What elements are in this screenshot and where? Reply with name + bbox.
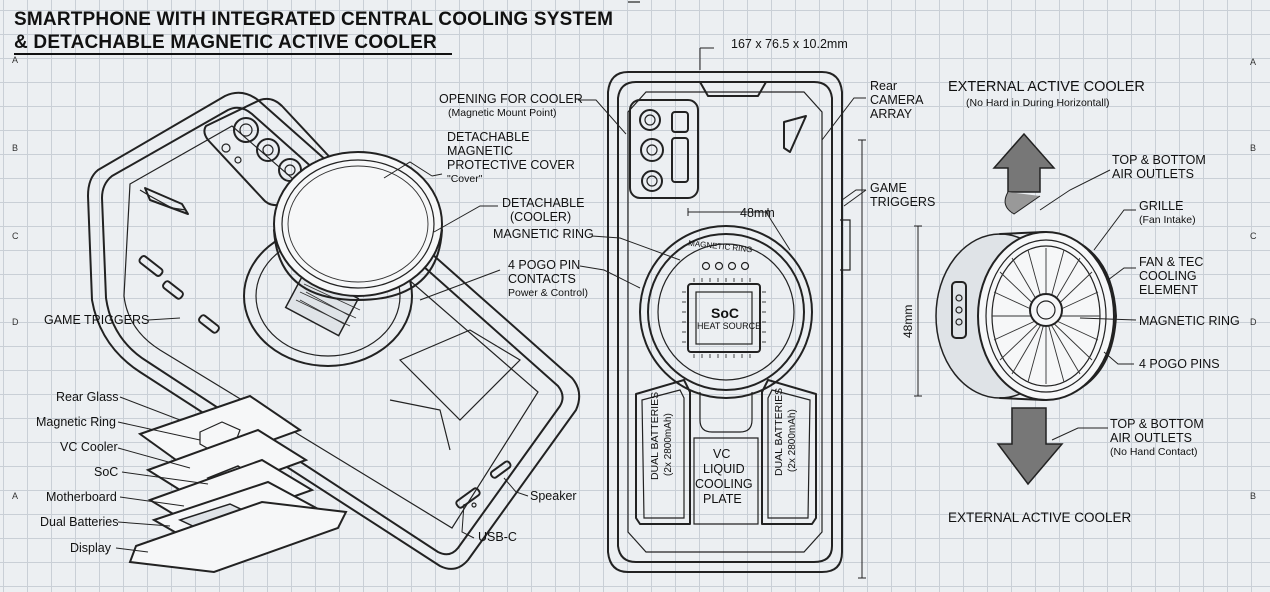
label-pogo-2: CONTACTS	[508, 272, 576, 286]
label-magnetic-ring-cooler: MAGNETIC RING	[1139, 314, 1240, 328]
label-rear-3: ARRAY	[870, 107, 913, 121]
label-cover-2: MAGNETIC	[447, 144, 513, 158]
label-vc-1: VC	[713, 447, 731, 461]
title-line-2: & DETACHABLE MAGNETIC ACTIVE COOLER	[14, 32, 437, 53]
right-edge-mark: C	[1250, 231, 1257, 241]
left-edge-mark: B	[12, 143, 19, 153]
label-rear-1: Rear	[870, 79, 898, 93]
label-cover-1: DETACHABLE	[447, 130, 530, 144]
label-usb-c: USB-C	[478, 530, 517, 544]
label-grille: GRILLE	[1139, 199, 1184, 213]
label-detachable-cooler-1: DETACHABLE	[502, 196, 585, 210]
label-bottom-outlets-2: AIR OUTLETS	[1110, 431, 1192, 445]
label-top-outlets-2: AIR OUTLETS	[1112, 167, 1194, 181]
label-fan-tec-3: ELEMENT	[1139, 283, 1199, 297]
exploded-layers-drawing	[128, 394, 348, 574]
external-cooler-drawing	[914, 132, 1117, 486]
label-game-triggers-left: GAME TRIGGERS	[44, 313, 150, 327]
label-batt-right-2: (2x 2800mAh)	[787, 409, 798, 472]
label-cover-3: PROTECTIVE COVER	[447, 158, 575, 172]
label-external-cooler-subheader: (No Hard in During Horizontall)	[966, 97, 1110, 109]
label-pogo-pins-cooler: 4 POGO PINS	[1139, 357, 1220, 371]
right-edge-mark: A	[1250, 57, 1257, 67]
label-magnetic-ring-center: MAGNETIC RING	[493, 227, 594, 241]
leader-lines	[115, 97, 1137, 553]
label-opening-for-cooler: OPENING FOR COOLER	[439, 92, 583, 106]
label-rear-2: CAMERA	[870, 93, 924, 107]
label-cover-4: "Cover"	[447, 173, 483, 185]
title-line-1: SMARTPHONE WITH INTEGRATED CENTRAL COOLI…	[14, 9, 614, 30]
left-edge-mark: D	[12, 317, 19, 327]
label-vc-4: PLATE	[703, 492, 742, 506]
label-pogo-3: Power & Control)	[508, 287, 588, 299]
label-vc-cooler: VC Cooler	[60, 440, 118, 454]
label-motherboard: Motherboard	[46, 490, 117, 504]
label-batt-right-1: DUAL BATTERIES	[773, 387, 785, 476]
label-pogo-1: 4 POGO PIN	[508, 258, 581, 272]
label-display: Display	[70, 541, 111, 555]
right-edge-mark: B	[1250, 143, 1257, 153]
label-no-hand-contact: (No Hand Contact)	[1110, 446, 1198, 458]
label-rear-glass: Rear Glass	[56, 390, 119, 404]
angled-phone-drawing	[87, 91, 581, 570]
flat-phone-drawing	[607, 47, 866, 579]
label-bottom-outlets-1: TOP & BOTTOM	[1110, 417, 1204, 431]
label-detachable-cooler-2: (COOLER)	[510, 210, 572, 224]
label-magnetic-mount-point: (Magnetic Mount Point)	[448, 107, 557, 119]
fan-blades	[992, 248, 1100, 384]
label-magnetic-ring-layer: Magnetic Ring	[36, 415, 116, 429]
label-game-1: GAME	[870, 181, 907, 195]
label-vc-3: COOLING	[695, 477, 753, 491]
label-fan-tec-2: COOLING	[1139, 269, 1197, 283]
label-height-48mm: 48mm	[901, 304, 915, 338]
label-fan-tec-1: FAN & TEC	[1139, 255, 1204, 269]
label-speaker: Speaker	[530, 489, 577, 503]
label-width-48mm: 48mm	[740, 206, 775, 220]
label-batt-left-1: DUAL BATTERIES	[649, 391, 661, 480]
label-dimensions: 167 x 76.5 x 10.2mm	[731, 37, 848, 51]
right-edge-mark: B	[1250, 491, 1257, 501]
label-external-cooler-footer: EXTERNAL ACTIVE COOLER	[948, 510, 1132, 525]
label-top-outlets-1: TOP & BOTTOM	[1112, 153, 1206, 167]
label-external-cooler-header: EXTERNAL ACTIVE COOLER	[948, 79, 1145, 95]
right-edge-mark: D	[1250, 317, 1257, 327]
label-vc-2: LIQUID	[703, 462, 745, 476]
label-soc: SoC	[711, 305, 739, 321]
left-edge-mark: C	[12, 231, 19, 241]
label-batt-left-2: (2x 2800mAh)	[663, 413, 674, 476]
left-edge-mark: A	[12, 55, 19, 65]
label-heat-source: HEAT SOURCE	[697, 321, 762, 331]
label-soc-layer: SoC	[94, 465, 119, 479]
label-dual-batteries-layer: Dual Batteries	[40, 515, 119, 529]
left-edge-mark: A	[12, 491, 19, 501]
label-fan-intake: (Fan Intake)	[1139, 214, 1196, 226]
label-game-2: TRIGGERS	[870, 195, 936, 209]
